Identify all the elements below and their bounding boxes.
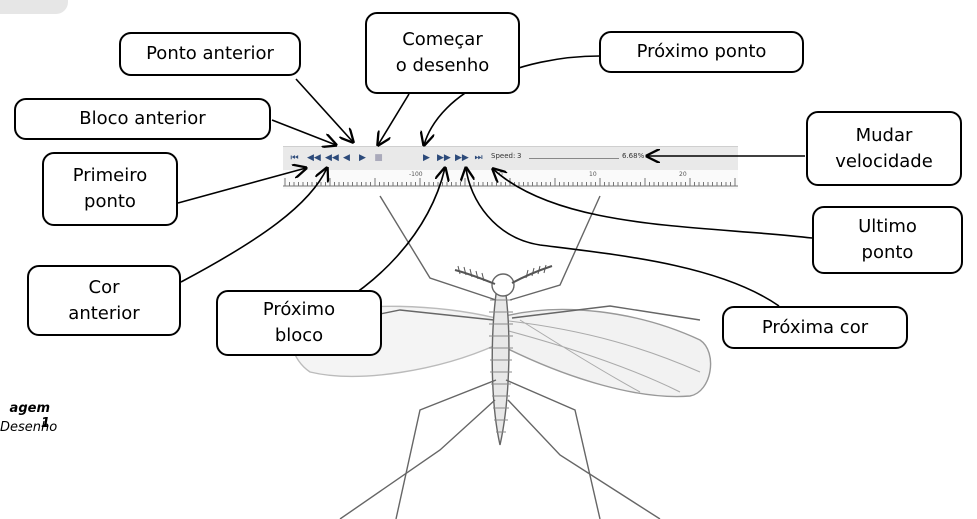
callout-arrows — [177, 55, 813, 326]
ruler-label: 20 — [679, 171, 687, 178]
ruler-ticks — [283, 178, 738, 187]
mosquito-illustration — [290, 195, 712, 519]
next-block-button[interactable]: ▶▶ — [437, 153, 451, 163]
figure-caption-subtitle: Desenho — [0, 420, 58, 435]
arrow-proxima-cor — [466, 168, 780, 307]
arrow-comecar-desenho — [378, 93, 410, 145]
previous-point-button[interactable]: ◀ — [343, 153, 350, 163]
speed-label: Speed: — [491, 152, 516, 160]
figure-caption-title: agem 1 — [9, 401, 50, 431]
start-drawing-button[interactable]: ▶ — [359, 153, 366, 163]
arrow-ponto-anterior — [295, 78, 353, 142]
callout-proxima-cor: Próxima cor — [722, 306, 908, 349]
next-color-button[interactable]: ▶▶ — [455, 153, 469, 163]
callout-ponto-anterior: Ponto anterior — [119, 32, 301, 76]
arrow-cor-anterior — [180, 168, 327, 283]
first-point-button[interactable]: ⏮ — [290, 153, 299, 163]
previous-block-button[interactable]: ◀◀ — [325, 153, 339, 163]
ruler-label: -100 — [409, 171, 423, 178]
ruler-label: 10 — [589, 171, 597, 178]
callout-bloco-anterior: Bloco anterior — [14, 98, 271, 140]
speed-slider[interactable] — [529, 158, 619, 159]
progress-percent: 6.68% — [622, 152, 645, 160]
speed-value: 3 — [517, 152, 522, 160]
callout-mudar-velocidade: Mudar velocidade — [806, 111, 962, 186]
arrow-ultimo-ponto — [493, 169, 813, 239]
last-point-button[interactable]: ⏭ — [474, 153, 483, 163]
previous-color-button[interactable]: ◀◀ — [307, 153, 321, 163]
arrow-primeiro-ponto — [177, 168, 306, 204]
next-point-button[interactable]: ▶ — [423, 153, 430, 163]
callout-primeiro-ponto: Primeiro ponto — [42, 152, 178, 226]
callout-comecar-desenho: Começar o desenho — [365, 12, 520, 94]
callout-ultimo-ponto: Ultimo ponto — [812, 206, 963, 274]
arrow-bloco-anterior — [271, 119, 336, 145]
callout-proximo-bloco: Próximo bloco — [216, 290, 382, 356]
callout-cor-anterior: Cor anterior — [27, 265, 181, 336]
callout-proximo-ponto: Próximo ponto — [599, 31, 804, 73]
stop-button[interactable]: ■ — [374, 153, 383, 163]
tab-corner — [0, 0, 68, 14]
